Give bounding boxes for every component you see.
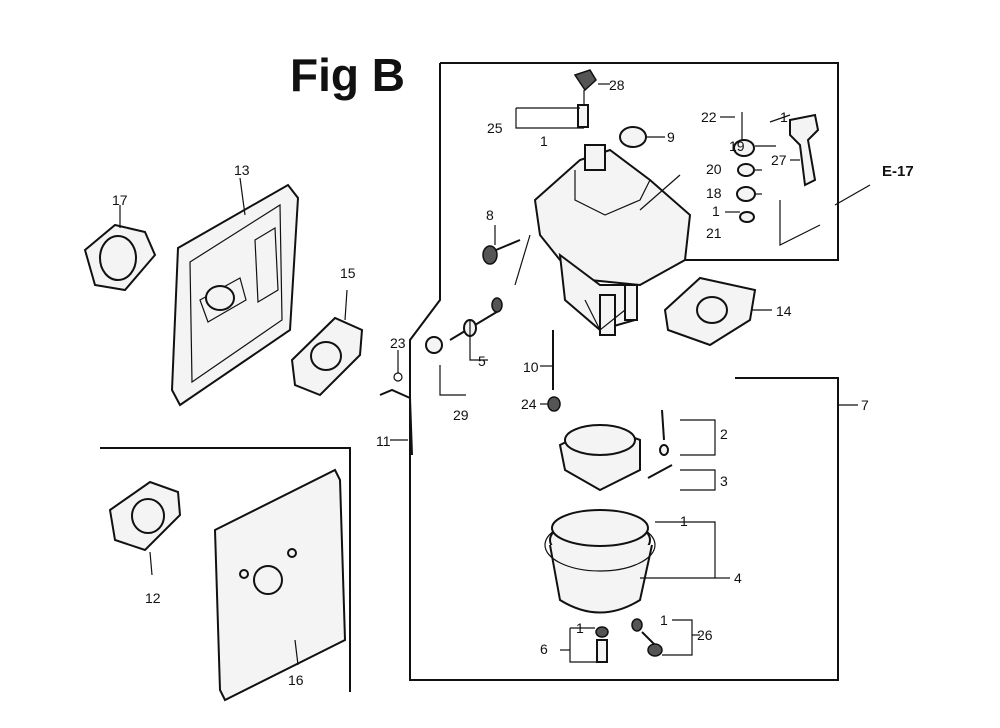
float-3 <box>558 409 673 492</box>
needle-5 <box>425 297 503 354</box>
label-14: 14 <box>776 303 792 319</box>
label-17: 17 <box>112 192 128 208</box>
screw-8 <box>482 239 521 265</box>
label-24: 24 <box>521 396 537 412</box>
label-20: 20 <box>706 161 722 177</box>
label-28: 28 <box>609 77 625 93</box>
label-23: 23 <box>390 335 406 351</box>
label-1-washer: 1 <box>712 203 720 219</box>
screw-25 <box>577 104 589 128</box>
label-1-chamber: 1 <box>680 513 688 529</box>
label-1-bolt26: 1 <box>660 612 668 628</box>
bolt-6 <box>595 626 609 663</box>
label-19: 19 <box>729 138 745 154</box>
label-10: 10 <box>523 359 539 375</box>
label-27: 27 <box>771 152 787 168</box>
lever-27 <box>789 113 820 187</box>
label-16: 16 <box>288 672 304 688</box>
label-3: 3 <box>720 473 728 489</box>
label-22: 22 <box>701 109 717 125</box>
cap-9 <box>619 126 647 148</box>
label-1-top: 1 <box>540 133 548 149</box>
rod-11 <box>379 388 413 456</box>
label-13: 13 <box>234 162 250 178</box>
label-18: 18 <box>706 185 722 201</box>
label-25: 25 <box>487 120 503 136</box>
label-8: 8 <box>486 207 494 223</box>
float-chamber-4 <box>544 509 656 614</box>
insulator-12 <box>108 480 182 576</box>
plate-16 <box>213 468 347 702</box>
label-2: 2 <box>720 426 728 442</box>
label-11: 11 <box>376 433 391 449</box>
carburetor-body <box>533 144 692 336</box>
callout-labels: 28 25 1 9 22 1 19 20 27 18 1 21 E-17 8 1… <box>112 77 914 688</box>
jet-10 <box>547 330 561 412</box>
label-26: 26 <box>697 627 713 643</box>
gasket-15 <box>290 289 364 397</box>
plate-13 <box>170 177 300 407</box>
gasket-14 <box>663 276 757 347</box>
washer-21 <box>739 211 755 223</box>
label-6: 6 <box>540 641 548 657</box>
label-1-bolt6: 1 <box>576 620 584 636</box>
gasket-17 <box>83 205 157 292</box>
label-9: 9 <box>667 129 675 145</box>
washer-18 <box>736 186 756 202</box>
label-4: 4 <box>734 570 742 586</box>
knob-28 <box>573 69 597 92</box>
label-21: 21 <box>706 225 722 241</box>
figure-title: Fig B <box>290 49 405 101</box>
group-frame <box>100 62 858 692</box>
clip-23 <box>393 372 403 382</box>
label-1-lever: 1 <box>780 109 788 125</box>
leader-lines <box>390 83 871 663</box>
washer-19 <box>733 139 755 157</box>
label-e17: E-17 <box>882 163 914 180</box>
label-15: 15 <box>340 265 356 281</box>
label-12: 12 <box>145 590 161 606</box>
label-29: 29 <box>453 407 469 423</box>
label-5: 5 <box>478 353 486 369</box>
label-7: 7 <box>861 397 869 413</box>
washer-20 <box>737 163 755 177</box>
bolt-26 <box>631 618 663 657</box>
